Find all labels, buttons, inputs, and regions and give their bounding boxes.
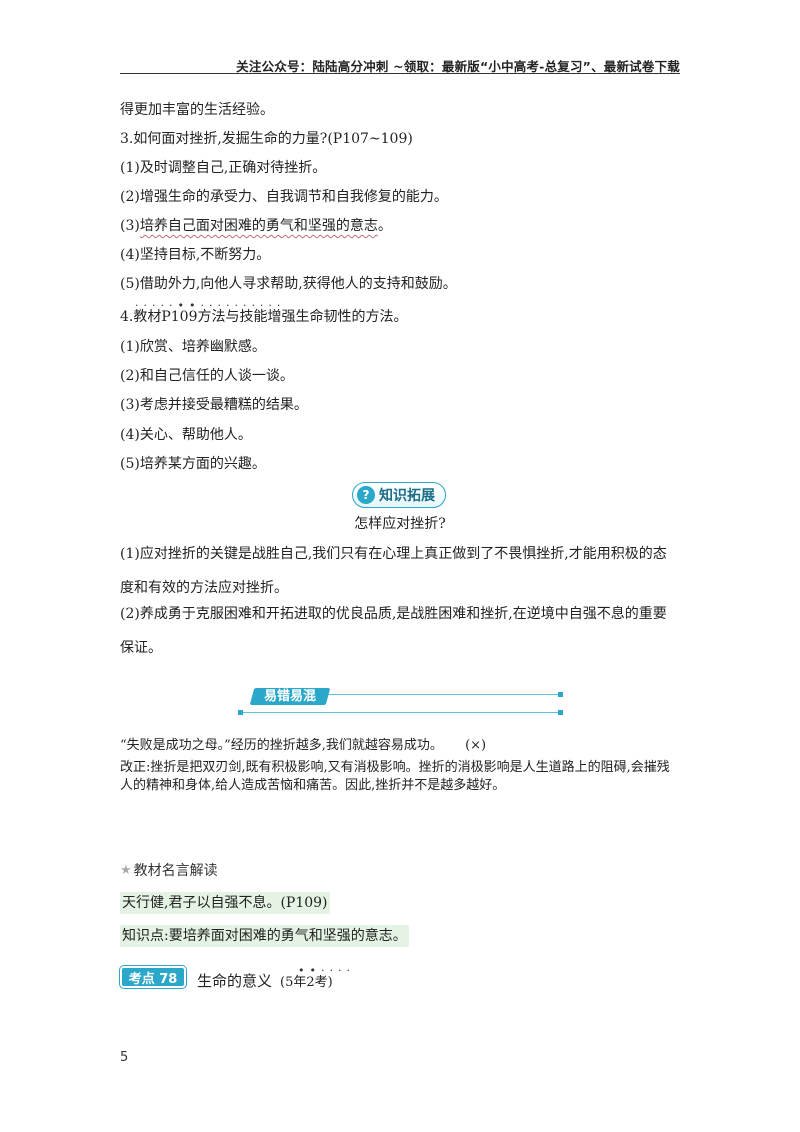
- knowledge-extension-badge: ? 知识拓展: [352, 482, 446, 508]
- kaodian-subtitle: (5年2考): [280, 975, 333, 990]
- verdict-mark: (×): [465, 738, 487, 753]
- banner-square: [558, 710, 563, 715]
- header-divider: [120, 73, 680, 74]
- mistake-section-banner: 易错易混: [238, 688, 563, 715]
- wavy-underlined-text: 培养自己面对困难的勇气和坚强的意志: [139, 218, 378, 234]
- body-line: (2)增强生命的承受力、自我调节和自我修复的能力。: [120, 189, 448, 205]
- kaodian-heading: 生命的意义 (5年2考): [197, 970, 333, 991]
- body-line: (5)借助外力,向他人寻求帮助,获得他人的支持和鼓励。: [120, 276, 457, 292]
- mistake-tag: 易错易混: [249, 688, 331, 705]
- banner-square: [238, 710, 243, 715]
- body-line: (4)坚持目标,不断努力。: [120, 247, 271, 263]
- section-heading-3: 3.如何面对挫折,发掘生命的力量?(P107~109): [120, 131, 413, 147]
- extension-paragraph: (1)应对挫折的关键是战胜自己,我们只有在心理上真正做到了不畏惧挫折,才能用积极…: [120, 546, 667, 596]
- quote-section-label: 教材名言解读: [133, 863, 218, 879]
- body-line: (5)培养某方面的兴趣。: [120, 456, 266, 472]
- quote-section-title: ★ 教材名言解读: [120, 860, 218, 880]
- body-line: (4)关心、帮助他人。: [120, 427, 252, 443]
- section-heading-4: 4.教材P109方法与技能增强生命韧性的方法。: [120, 309, 408, 325]
- kaodian-title: 生命的意义: [197, 972, 273, 990]
- extension-paragraph: (2)养成勇于克服困难和开拓进取的优良品质,是战胜困难和挫折,在逆境中自强不息的…: [120, 606, 667, 656]
- question-icon: ?: [357, 486, 375, 504]
- item-suffix: 。: [377, 218, 392, 234]
- knowledge-point: 知识点:要培养面对困难的勇气和坚强的意志。: [120, 925, 409, 947]
- page-number: 5: [120, 1050, 129, 1065]
- statement-text: “失败是成功之母。”经历的挫折越多,我们就越容易成功。: [120, 738, 443, 753]
- emphasis-dots: ••····: [298, 964, 355, 977]
- badge-label: 知识拓展: [379, 488, 435, 504]
- banner-rule: [238, 712, 562, 713]
- quote-text: 天行健,君子以自强不息。(P109): [120, 892, 330, 914]
- body-line-emphasis: (3)培养自己面对困难的勇气和坚强的意志。: [120, 216, 392, 236]
- star-icon: ★: [120, 862, 132, 878]
- kaodian-badge: 考点 78: [120, 966, 186, 988]
- body-line: (1)欣赏、培养幽默感。: [120, 339, 266, 355]
- body-line: (1)及时调整自己,正确对待挫折。: [120, 160, 327, 176]
- banner-rule: [324, 694, 558, 695]
- extension-question: 怎样应对挫折?: [354, 516, 446, 532]
- mistake-tag-label: 易错易混: [264, 689, 317, 704]
- item-prefix: (3): [120, 218, 140, 234]
- mistake-correction: 改正:挫折是把双刃剑,既有积极影响,又有消极影响。挫折的消极影响是人生道路上的阻…: [120, 760, 670, 793]
- emphasis-dots: ·····••··········: [135, 299, 286, 312]
- body-line: (3)考虑并接受最糟糕的结果。: [120, 397, 308, 413]
- page-header: 关注公众号：陆陆高分冲刺 ~领取：最新版“小中高考-总复习”、最新试卷下载: [236, 59, 680, 74]
- body-line: 得更加丰富的生活经验。: [120, 102, 274, 118]
- banner-square: [558, 692, 563, 697]
- mistake-statement: “失败是成功之母。”经历的挫折越多,我们就越容易成功。 (×): [120, 737, 680, 755]
- body-line: (2)和自己信任的人谈一谈。: [120, 368, 294, 384]
